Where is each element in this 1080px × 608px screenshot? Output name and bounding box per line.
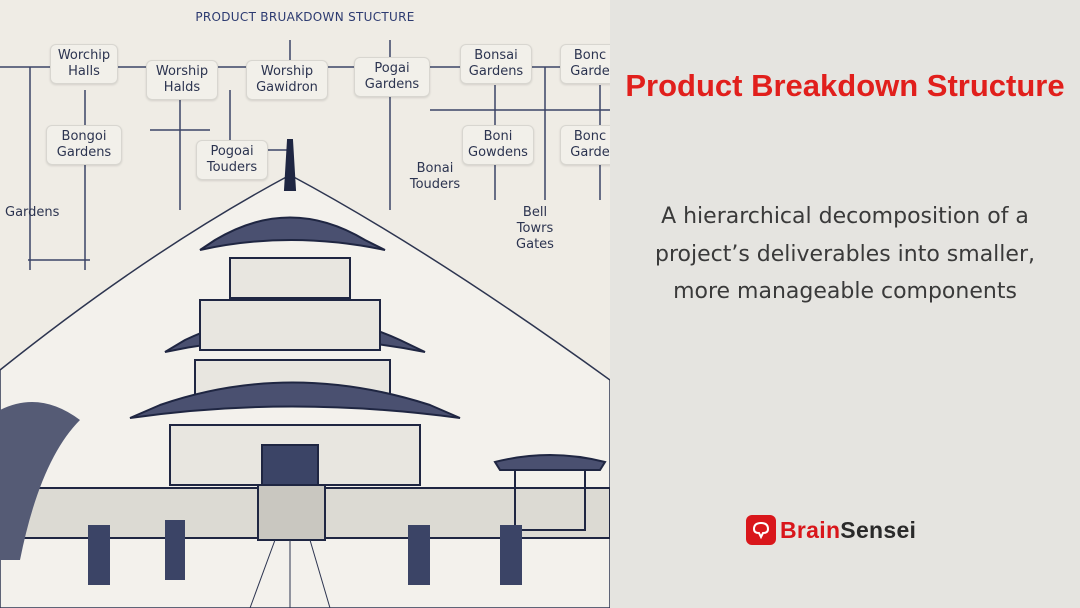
illustration-title: PRODUCT BRUAKDOWN STUCTURE [195, 10, 415, 24]
diagram-label: Worchip Halls [50, 44, 118, 84]
logo-text: BrainSensei [780, 517, 916, 544]
diagram-label: Bonsai Gardens [460, 44, 532, 84]
diagram-label: Worship Gawidron [246, 60, 328, 100]
logo-sensei: Sensei [840, 516, 917, 543]
diagram-label: Bonc Garde [560, 44, 610, 84]
slide-description: A hierarchical decomposition of a projec… [655, 204, 1035, 304]
diagram-label: Pogai Gardens [354, 57, 430, 97]
diagram-label: Gardens [5, 205, 60, 220]
text-panel: Product Breakdown Structure A hierarchic… [610, 0, 1080, 608]
diagram-label: Bonc Garde [560, 125, 610, 165]
pagoda-drawing [0, 40, 610, 608]
slide-title: Product Breakdown Structure [625, 68, 1065, 103]
brainsensei-logo: BrainSensei [746, 515, 916, 545]
diagram-label: Worship Halds [146, 60, 218, 100]
diagram-label: Bonai Touders [409, 161, 461, 192]
pagoda-illustration: PRODUCT BRUAKDOWN STUCTURE Worchip Halls… [0, 10, 610, 608]
diagram-label: Bongoi Gardens [46, 125, 122, 165]
diagram-label: Pogoai Touders [196, 140, 268, 180]
diagram-label: Bell Towrs Gates [516, 205, 554, 252]
brain-icon [746, 515, 776, 545]
logo-brain: Brain [780, 516, 841, 543]
diagram-label: Boni Gowdens [462, 125, 534, 165]
